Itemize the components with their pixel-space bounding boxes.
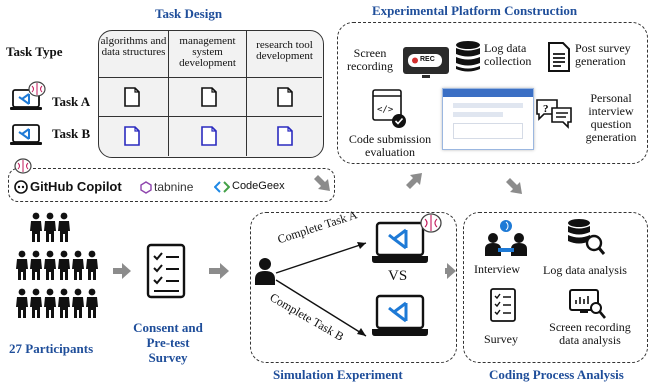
table-divider <box>246 31 247 156</box>
laptop-vscode-icon <box>372 294 428 336</box>
table-divider <box>168 31 169 156</box>
database-search-icon <box>568 219 606 255</box>
document-icon <box>124 126 140 146</box>
copilot-label: GitHub Copilot <box>30 179 122 194</box>
document-icon <box>201 126 217 146</box>
flow-arrow <box>314 175 330 191</box>
screen-analysis-label: Screen recording data analysis <box>549 320 631 347</box>
document-icon <box>277 87 293 107</box>
checklist-icon <box>146 243 186 299</box>
svg-text:</>: </> <box>377 105 394 115</box>
ai-brain-icon <box>420 213 442 233</box>
browser-content-line <box>453 112 503 117</box>
interview-icon <box>485 220 527 256</box>
copilot-icon <box>14 180 28 194</box>
browser-content-box <box>453 123 523 139</box>
coding-title: Coding Process Analysis <box>489 367 624 382</box>
interview-gen-label: Personal interview question generation <box>585 91 637 144</box>
platform-screenshot <box>442 88 534 150</box>
flow-arrow <box>113 263 131 279</box>
screen-analysis-icon <box>569 289 606 319</box>
screen-recording-icon <box>403 47 449 78</box>
log-collection-label: Log data collection <box>484 41 532 68</box>
ai-brain-icon <box>14 158 32 174</box>
simulation-title: Simulation Experiment <box>273 367 403 382</box>
platform-title: Experimental Platform Construction <box>372 3 578 18</box>
vs-label: VS <box>388 268 408 284</box>
browser-content-line <box>453 103 523 108</box>
simulation-arrows <box>275 242 367 337</box>
flow-arrow <box>506 178 522 194</box>
person-icon <box>255 258 275 285</box>
ai-brain-icon <box>28 81 46 97</box>
task-design-title: Task Design <box>155 6 223 21</box>
database-icon <box>456 41 480 72</box>
column-header-research: research tool development <box>256 39 313 62</box>
document-icon <box>277 126 293 146</box>
column-header-algorithms: algorithms and data structures <box>100 35 167 58</box>
svg-text:?: ? <box>543 103 549 115</box>
rec-badge: REC <box>420 56 435 63</box>
code-window-icon: </> <box>372 89 406 128</box>
survey-document-icon <box>548 42 570 72</box>
table-divider <box>99 77 322 78</box>
screen-recording-label: Screen recording <box>347 46 393 73</box>
interview-label: Interview <box>474 262 520 276</box>
participants-label: 27 Participants <box>9 341 94 356</box>
task-type-label: Task Type <box>6 44 63 59</box>
document-icon <box>201 87 217 107</box>
post-survey-label: Post survey generation <box>575 41 631 68</box>
task-b-label: Task B <box>52 126 91 141</box>
table-divider <box>99 116 322 117</box>
codegeex-label: CodeGeex <box>232 180 285 192</box>
column-header-management: management system development <box>179 35 236 69</box>
browser-toolbar <box>443 89 533 97</box>
laptop-vscode-ai-icon <box>372 221 428 263</box>
ai-tools-panel <box>8 168 335 202</box>
flow-arrow <box>406 173 422 189</box>
laptop-vscode-icon <box>10 124 42 145</box>
flow-arrow <box>209 263 229 279</box>
tabnine-label: tabnine <box>154 180 194 194</box>
log-analysis-label: Log data analysis <box>543 263 627 277</box>
flow-arrow <box>445 263 456 279</box>
code-submission-label: Code submission evaluation <box>348 132 432 159</box>
survey-label: Survey <box>484 332 518 346</box>
interview-chat-icon: ? <box>536 99 572 129</box>
consent-label: Consent and Pre-test Survey <box>133 320 203 365</box>
tabnine-icon <box>140 181 152 194</box>
task-a-label: Task A <box>52 94 91 109</box>
survey-checklist-icon <box>490 288 516 322</box>
document-icon <box>124 87 140 107</box>
codegeex-icon <box>214 181 230 193</box>
